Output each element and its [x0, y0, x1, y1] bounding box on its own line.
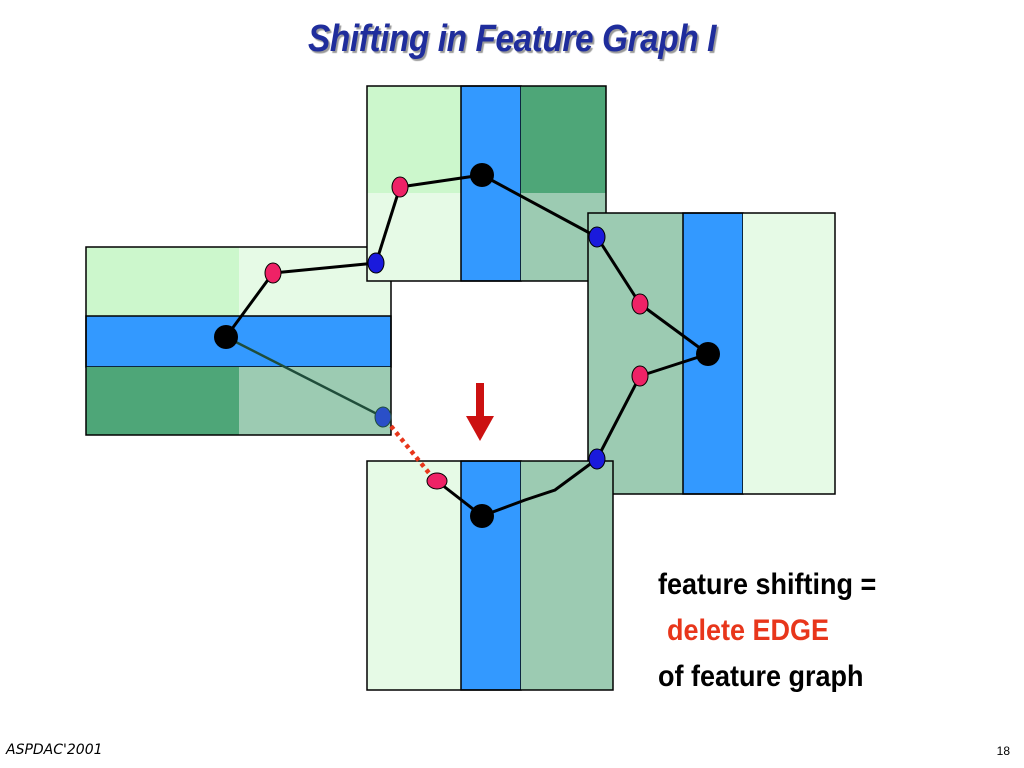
right-block-outline	[587, 212, 836, 495]
bottom-block	[366, 460, 614, 691]
caption: feature shifting = delete EDGE of featur…	[658, 562, 876, 700]
top-block-upper-right	[521, 86, 606, 193]
caption-line-3: of feature graph	[658, 660, 864, 693]
edge	[399, 173, 483, 189]
left-block-top-left	[86, 247, 239, 316]
black-node	[470, 163, 494, 187]
bottom-block-left	[367, 461, 461, 690]
edge	[481, 173, 598, 239]
top-block-outline	[366, 85, 607, 282]
blue-node	[588, 448, 606, 470]
edge	[595, 236, 642, 305]
left-block-bottom-right	[239, 367, 391, 435]
pink-node	[391, 176, 409, 198]
left-block-top-right	[239, 247, 391, 316]
blue-node	[374, 406, 392, 428]
graph-nodes	[214, 163, 720, 528]
left-block-blue-band	[85, 315, 392, 368]
slide-title: Shifting in Feature Graph I	[307, 18, 716, 60]
page-number: 18	[996, 744, 1010, 758]
right-block-right	[743, 213, 835, 494]
left-block-bottom-left	[86, 367, 239, 435]
edge	[224, 272, 275, 338]
pink-node	[631, 293, 649, 315]
edge	[374, 186, 402, 264]
left-block	[85, 246, 392, 436]
bottom-block-outline	[366, 460, 614, 691]
top-block-blue-band	[460, 85, 522, 282]
caption-line-2: delete EDGE	[667, 614, 830, 647]
blue-node	[367, 252, 385, 274]
edge	[639, 302, 709, 356]
down-arrow	[466, 383, 494, 441]
pink-node	[631, 365, 649, 387]
pink-node	[264, 262, 282, 284]
edge	[272, 261, 377, 275]
footer-conference: ASPDAC'2001	[6, 742, 103, 758]
edge	[225, 335, 384, 419]
left-block-outline	[85, 246, 392, 436]
top-block-upper-left	[367, 86, 461, 193]
edge	[481, 457, 598, 518]
caption-line-1: feature shifting =	[658, 568, 877, 601]
black-node	[696, 342, 720, 366]
pink-node	[426, 472, 448, 490]
bottom-block-right	[521, 461, 613, 690]
bottom-block-blue-band	[460, 460, 522, 691]
blue-node	[588, 226, 606, 248]
edge	[595, 375, 642, 460]
black-node	[470, 504, 494, 528]
black-node	[214, 325, 238, 349]
